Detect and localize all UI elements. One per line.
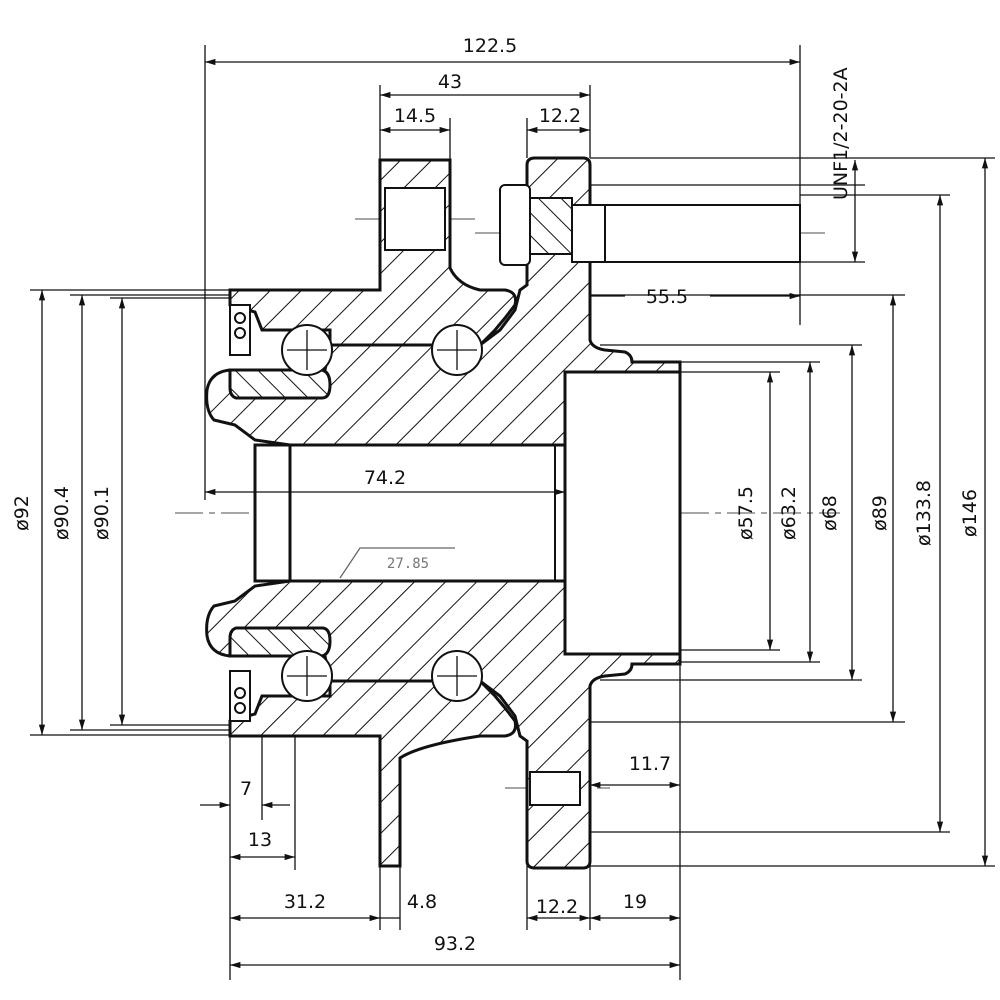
seals	[229, 304, 251, 722]
dia-89: ø89	[869, 495, 891, 531]
dia-92: ø92	[11, 495, 33, 531]
dia-63-2: ø63.2	[778, 486, 800, 540]
dim-seal-offset: 7	[240, 778, 252, 800]
dim-bore-length: 74.2	[364, 467, 406, 489]
dia-90-1: ø90.1	[91, 486, 113, 540]
dimension-lines	[38, 58, 989, 969]
dim-knuckle-offset: 31.2	[284, 891, 326, 913]
dim-pilot-height: 19	[623, 891, 647, 913]
dia-57-5: ø57.5	[735, 486, 757, 540]
stud-hole-lower	[529, 771, 581, 806]
extension-lines	[30, 45, 995, 980]
dia-133-8: ø133.8	[913, 480, 935, 546]
dim-stud-length: 55.5	[646, 286, 688, 308]
note-grey: 27.85	[387, 556, 429, 572]
dim-overall-width: 122.5	[463, 35, 517, 57]
dimension-labels: 122.5 43 14.5 12.2 UNF1/2-20-2A 55.5 74.…	[11, 35, 981, 955]
thread-spec: UNF1/2-20-2A	[830, 67, 852, 200]
inner-ring-upper	[228, 368, 332, 400]
dim-pilot-length: 11.7	[629, 753, 671, 775]
dim-total-length: 93.2	[434, 933, 476, 955]
dim-seal-width: 13	[248, 829, 272, 851]
dim-flange-bottom: 12.2	[536, 896, 578, 918]
dia-146: ø146	[959, 489, 981, 537]
bearing-balls	[281, 324, 483, 702]
inner-ring-lower	[228, 626, 332, 658]
dia-90-4: ø90.4	[51, 486, 73, 540]
dim-flange-top: 12.2	[539, 105, 581, 127]
dim-knuckle-width: 43	[438, 71, 462, 93]
dia-68: ø68	[819, 495, 841, 531]
dim-ear-width: 14.5	[394, 105, 436, 127]
wheel-stud	[499, 184, 801, 266]
dim-ear-offset: 4.8	[407, 891, 437, 913]
